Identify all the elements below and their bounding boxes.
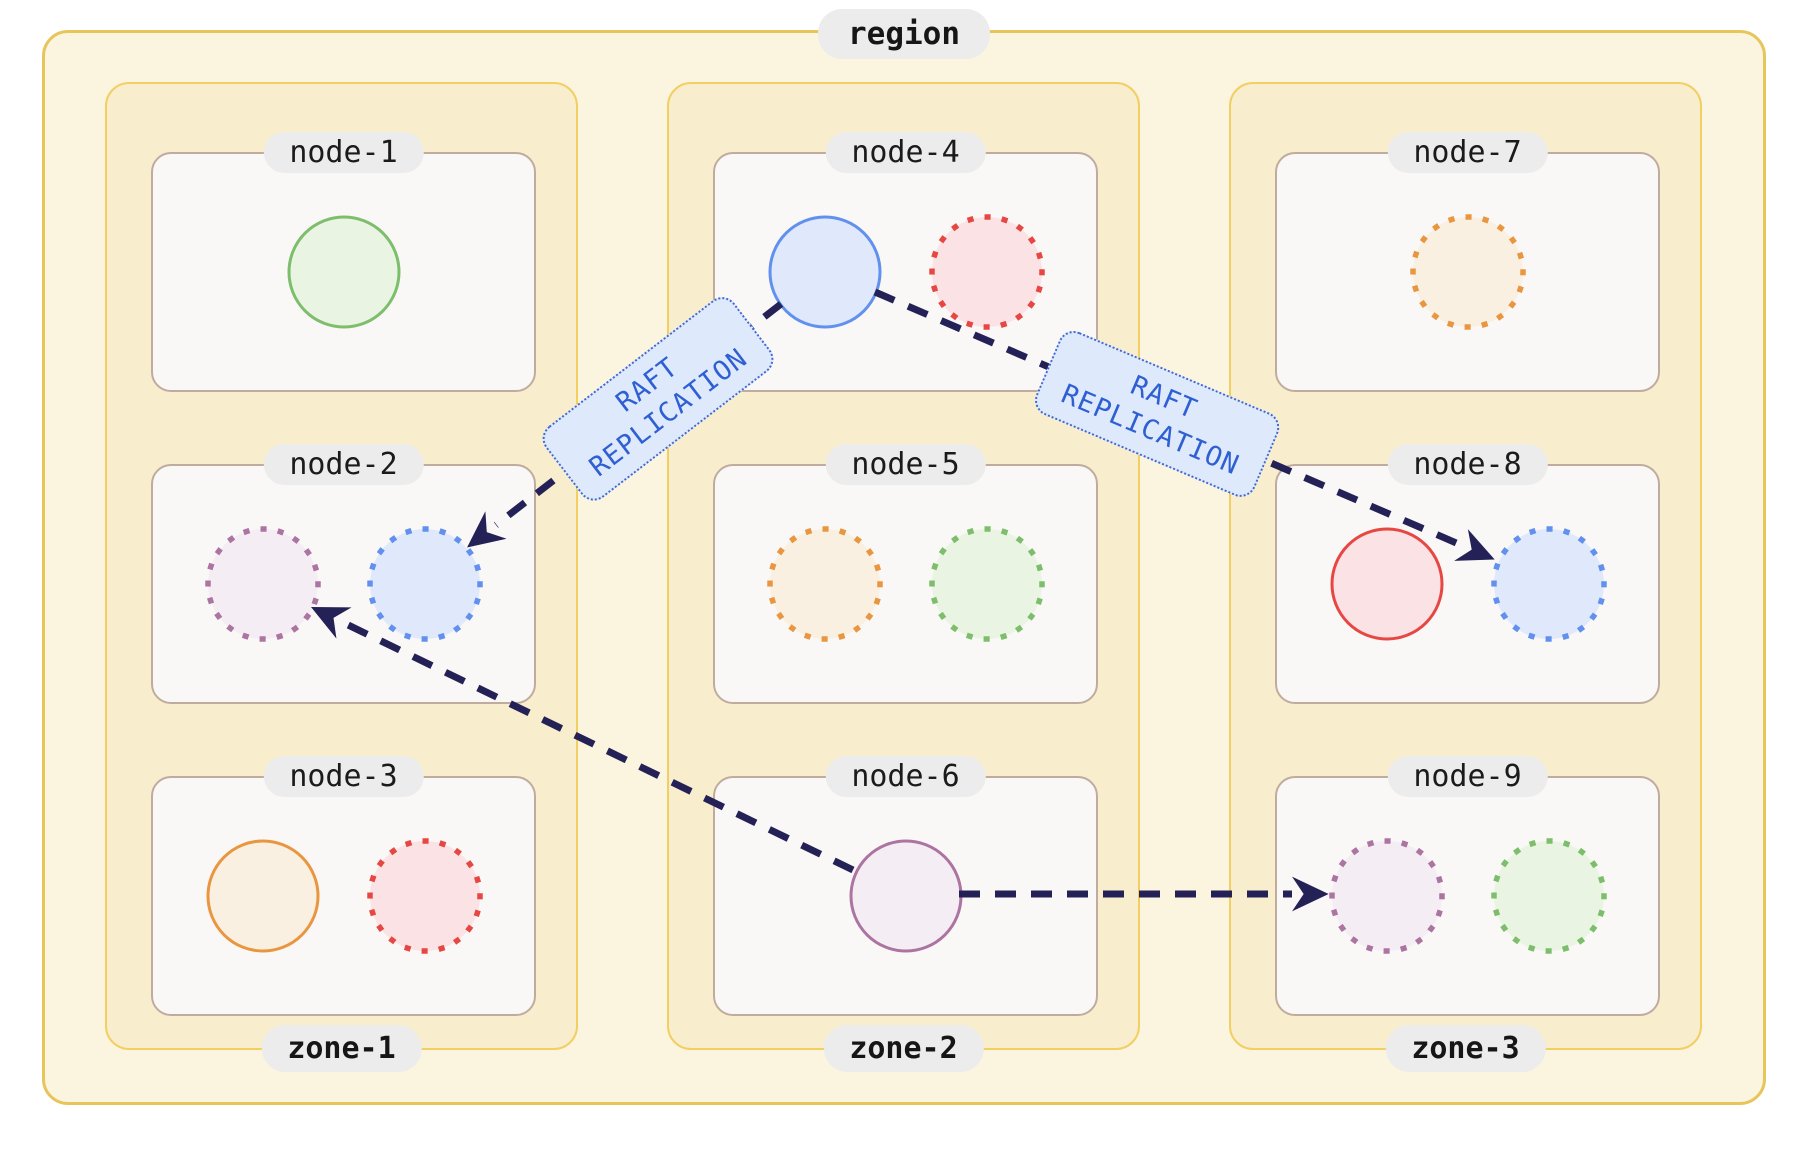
zone-label: zone-1 (261, 1025, 422, 1072)
replica-orange-solid (206, 839, 319, 953)
replica-green-dotted (928, 526, 1045, 642)
node-card-6: node-6 (713, 756, 1098, 1016)
replica-blue-dotted (1490, 526, 1607, 642)
node-card-5: node-5 (713, 444, 1098, 704)
replica-red-dotted (928, 214, 1045, 330)
node-label: node-5 (825, 444, 986, 485)
replica-group (153, 466, 534, 702)
zone-container-3: zone-3 node-7 node-8 node-9 (1229, 82, 1702, 1072)
replica-green-dotted (1490, 838, 1607, 954)
replica-group (1277, 466, 1658, 702)
node-card-1: node-1 (151, 132, 536, 392)
zone-container-1: zone-1 node-1 node-2 node-3 (105, 82, 578, 1072)
zone-label: zone-3 (1385, 1025, 1546, 1072)
node-label: node-4 (825, 132, 986, 173)
zone-label: zone-2 (823, 1025, 984, 1072)
replica-group (715, 778, 1096, 1014)
replica-blue-solid (768, 215, 881, 329)
node-label: node-2 (263, 444, 424, 485)
node-label: node-6 (825, 756, 986, 797)
zone-container-2: zone-2 node-4 node-5 node-6 (667, 82, 1140, 1072)
node-card-7: node-7 (1275, 132, 1660, 392)
region-label: region (818, 9, 990, 59)
node-card-2: node-2 (151, 444, 536, 704)
replica-group (1277, 154, 1658, 390)
replica-purple-solid (849, 839, 962, 953)
replica-purple-dotted (204, 526, 321, 642)
replica-red-dotted (366, 838, 483, 954)
replica-blue-dotted (366, 526, 483, 642)
replica-group (715, 466, 1096, 702)
replica-red-solid (1330, 527, 1443, 641)
replica-purple-dotted (1328, 838, 1445, 954)
replica-group (153, 778, 534, 1014)
replica-group (153, 154, 534, 390)
replica-orange-dotted (766, 526, 883, 642)
node-label: node-1 (263, 132, 424, 173)
node-card-8: node-8 (1275, 444, 1660, 704)
replica-orange-dotted (1409, 214, 1526, 330)
node-label: node-9 (1387, 756, 1548, 797)
node-label: node-7 (1387, 132, 1548, 173)
node-card-3: node-3 (151, 756, 536, 1016)
replica-group (1277, 778, 1658, 1014)
node-label: node-8 (1387, 444, 1548, 485)
replica-green-solid (287, 215, 400, 329)
node-card-9: node-9 (1275, 756, 1660, 1016)
node-label: node-3 (263, 756, 424, 797)
